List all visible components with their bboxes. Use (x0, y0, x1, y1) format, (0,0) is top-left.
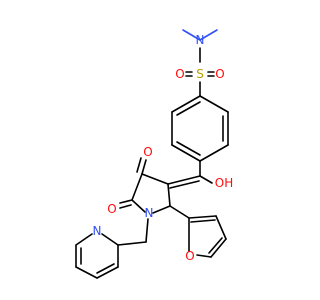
atom-o-sulfonyl-left: O (175, 67, 184, 81)
bond-ch2-pyridine (117, 241, 147, 246)
bond-benzene-6-inner (176, 101, 201, 116)
bond-exocyclic-double-b (169, 180, 200, 189)
bond-ketone-a (141, 159, 147, 175)
bond-n-ch2 (145, 218, 149, 243)
atom-o-amide: O (107, 202, 116, 216)
bond-benzene-4 (171, 144, 201, 162)
bond-furan-1 (188, 215, 217, 219)
bond-n-methyl-1 (182, 29, 201, 41)
bond-amide-b (119, 204, 132, 209)
bond-ring-c2-c3 (167, 183, 171, 207)
atom-labels: N S O O OH O O N O N (93, 33, 234, 263)
bond-furan-3 (210, 238, 227, 258)
bond-furan-2 (215, 215, 227, 240)
bond-ring-c5-n (131, 199, 146, 213)
bond-amide-a (119, 199, 133, 204)
bond-pyridine-1 (101, 233, 119, 246)
bond-n-methyl-2 (199, 29, 218, 41)
atom-o-sulfonyl-right: O (215, 67, 224, 81)
bond-furan-4 (196, 254, 212, 258)
bond-benzene-1 (199, 95, 229, 113)
bond-pyridine-4 (75, 266, 98, 279)
bond-benzene-4-inner (176, 141, 201, 156)
chemical-structure-diagram: N S O O OH O O N O N (75, 29, 234, 279)
bond-benzene-3 (199, 144, 229, 162)
bond-c2-furan (169, 205, 190, 219)
bond-benzene-6 (171, 95, 201, 113)
bond-furan-3-inner (208, 237, 223, 254)
atom-s: S (196, 67, 204, 81)
atom-n-sulfonamide: N (196, 33, 205, 47)
bond-furan-1-inner (190, 219, 216, 223)
bond-ring-c4-c5 (131, 173, 143, 201)
atom-n-pyridine: N (93, 224, 102, 238)
atom-o-ketone: O (143, 145, 152, 159)
bond-enol-oh (199, 175, 213, 184)
atom-o-furan: O (185, 249, 194, 263)
atom-oh: OH (215, 176, 233, 190)
bonds (75, 29, 229, 279)
bond-ketone-b (136, 157, 142, 173)
bond-ring-n-c2 (152, 205, 171, 214)
bond-exocyclic-double-a (167, 175, 201, 185)
atom-n-ring: N (145, 206, 154, 220)
bond-ring-c3-c4 (141, 173, 169, 185)
bond-pyridine-5 (96, 266, 119, 279)
bond-pyridine-5-inner (96, 263, 115, 274)
bond-pyridine-2 (75, 233, 93, 246)
